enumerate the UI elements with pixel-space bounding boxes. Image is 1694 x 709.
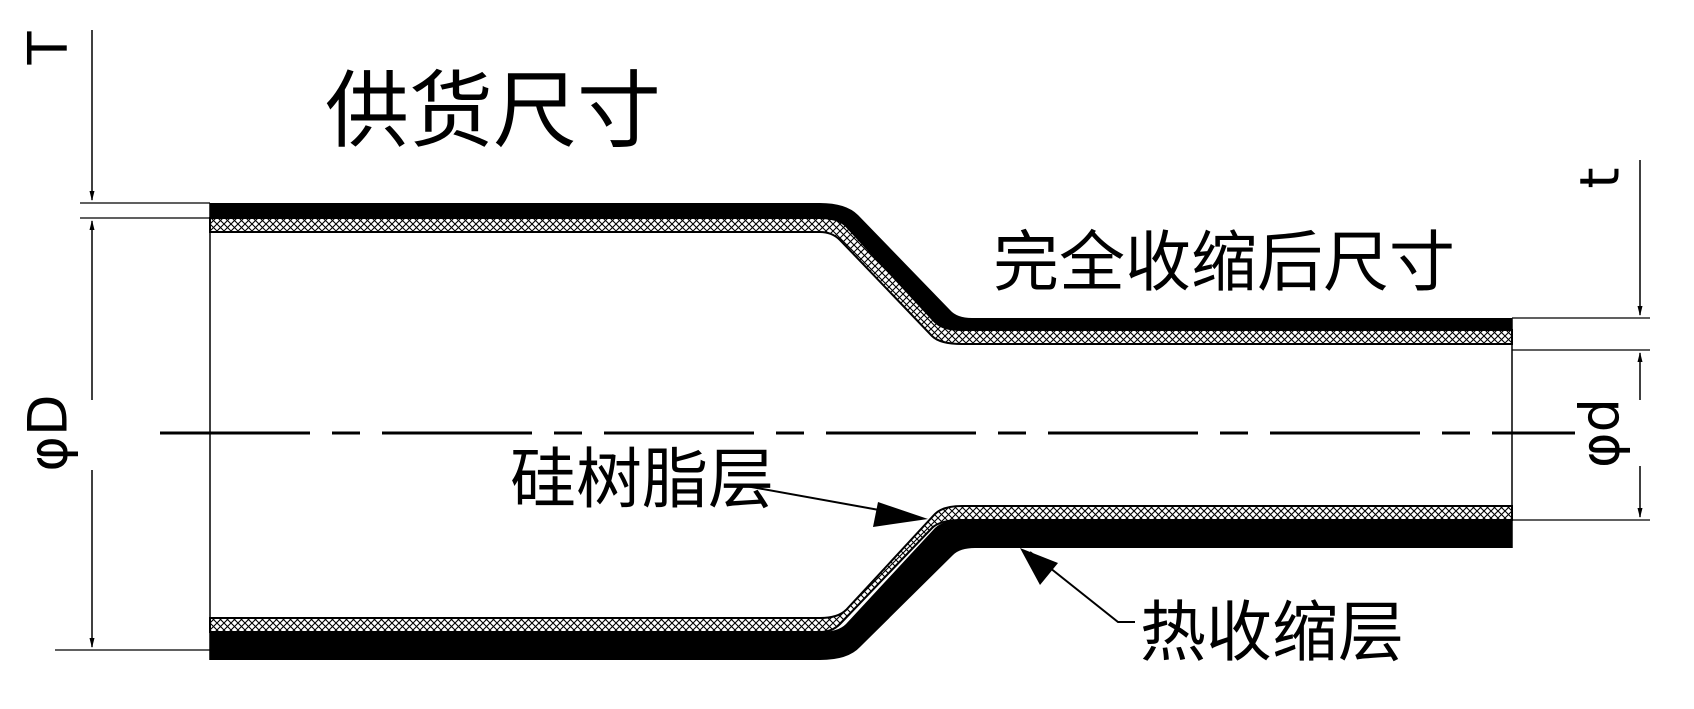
dim-t-label: t bbox=[1569, 167, 1632, 188]
dim-d-label: φd bbox=[1569, 398, 1632, 468]
silicone-layer-label: 硅树脂层 bbox=[510, 441, 774, 518]
tube-body bbox=[209, 203, 1513, 660]
dim-D-label: φD bbox=[17, 394, 80, 471]
heat-shrink-layer-arrowhead bbox=[1020, 548, 1058, 585]
left-dimension bbox=[55, 30, 210, 651]
right-dimension bbox=[1512, 160, 1650, 521]
heat-shrink-layer-leader bbox=[1029, 551, 1135, 623]
silicone-layer-arrowhead bbox=[873, 502, 928, 527]
supply-size-title: 供货尺寸 bbox=[325, 62, 661, 160]
top-heat-shrink-layer bbox=[210, 203, 1512, 330]
heat-shrink-layer-label: 热收缩层 bbox=[1140, 594, 1404, 671]
bottom-heat-shrink-layer bbox=[210, 520, 1512, 660]
recovered-size-title: 完全收缩后尺寸 bbox=[993, 224, 1455, 301]
dim-T-label: T bbox=[17, 31, 80, 66]
